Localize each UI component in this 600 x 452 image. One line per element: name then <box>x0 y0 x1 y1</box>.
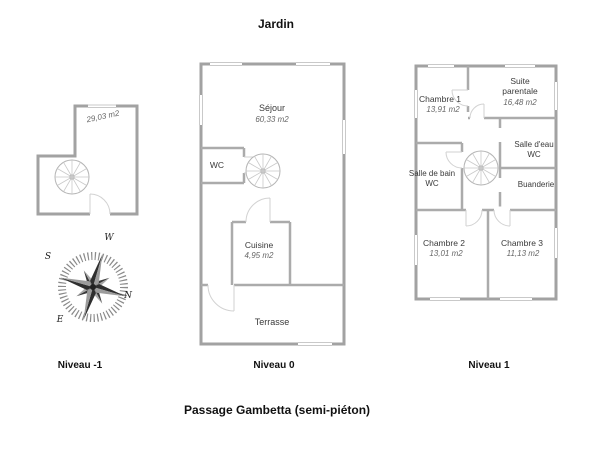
room-area-sejour: 60,33 m2 <box>255 115 289 124</box>
room-label-chambre1: Chambre 1 <box>418 94 462 104</box>
compass-east-label: E <box>56 315 64 325</box>
spiral-staircase-icon <box>245 153 281 189</box>
level-0-label: Niveau 0 <box>253 360 295 371</box>
room-label-wc: WC <box>209 160 225 170</box>
level-minus1-plan <box>36 103 139 217</box>
room-area-suite: 16,48 m2 <box>503 98 537 107</box>
street-label: Passage Gambetta (semi-piéton) <box>183 403 371 417</box>
spiral-staircase-icon <box>54 159 90 195</box>
room-label-buanderie: Buanderie <box>517 180 555 189</box>
compass-south-label: S <box>44 252 52 262</box>
room-label-salle-deau: Salle d'eau <box>514 140 554 149</box>
room-area-chambre1: 13,91 m2 <box>426 105 460 114</box>
garden-label: Jardin <box>257 17 295 31</box>
level-1-label: Niveau 1 <box>468 360 510 371</box>
room-area-cuisine: 4,95 m2 <box>244 251 274 260</box>
compass-west-label: W <box>104 233 114 243</box>
room-label-sejour: Séjour <box>258 103 286 113</box>
room-label-salle-deau-wc: WC <box>527 150 541 159</box>
spiral-staircase-icon <box>463 150 499 186</box>
room-label-salle-de-bain: Salle de bain <box>408 169 456 178</box>
room-label-chambre2: Chambre 2 <box>422 238 466 248</box>
room-label-suite: Suite parentale <box>502 76 538 97</box>
room-label-chambre3: Chambre 3 <box>500 238 544 248</box>
room-label-terrasse: Terrasse <box>254 317 290 327</box>
room-area-chambre3: 11,13 m2 <box>506 249 540 258</box>
level-1-plan <box>412 62 560 303</box>
level-0-plan <box>197 60 348 348</box>
level-minus1-label: Niveau -1 <box>57 360 103 371</box>
room-area-chambre2: 13,01 m2 <box>429 249 463 258</box>
room-label-salle-de-bain-wc: WC <box>425 179 439 188</box>
room-label-cuisine: Cuisine <box>244 240 274 250</box>
compass-rose-icon <box>58 252 128 322</box>
compass-north-label: N <box>124 291 132 301</box>
